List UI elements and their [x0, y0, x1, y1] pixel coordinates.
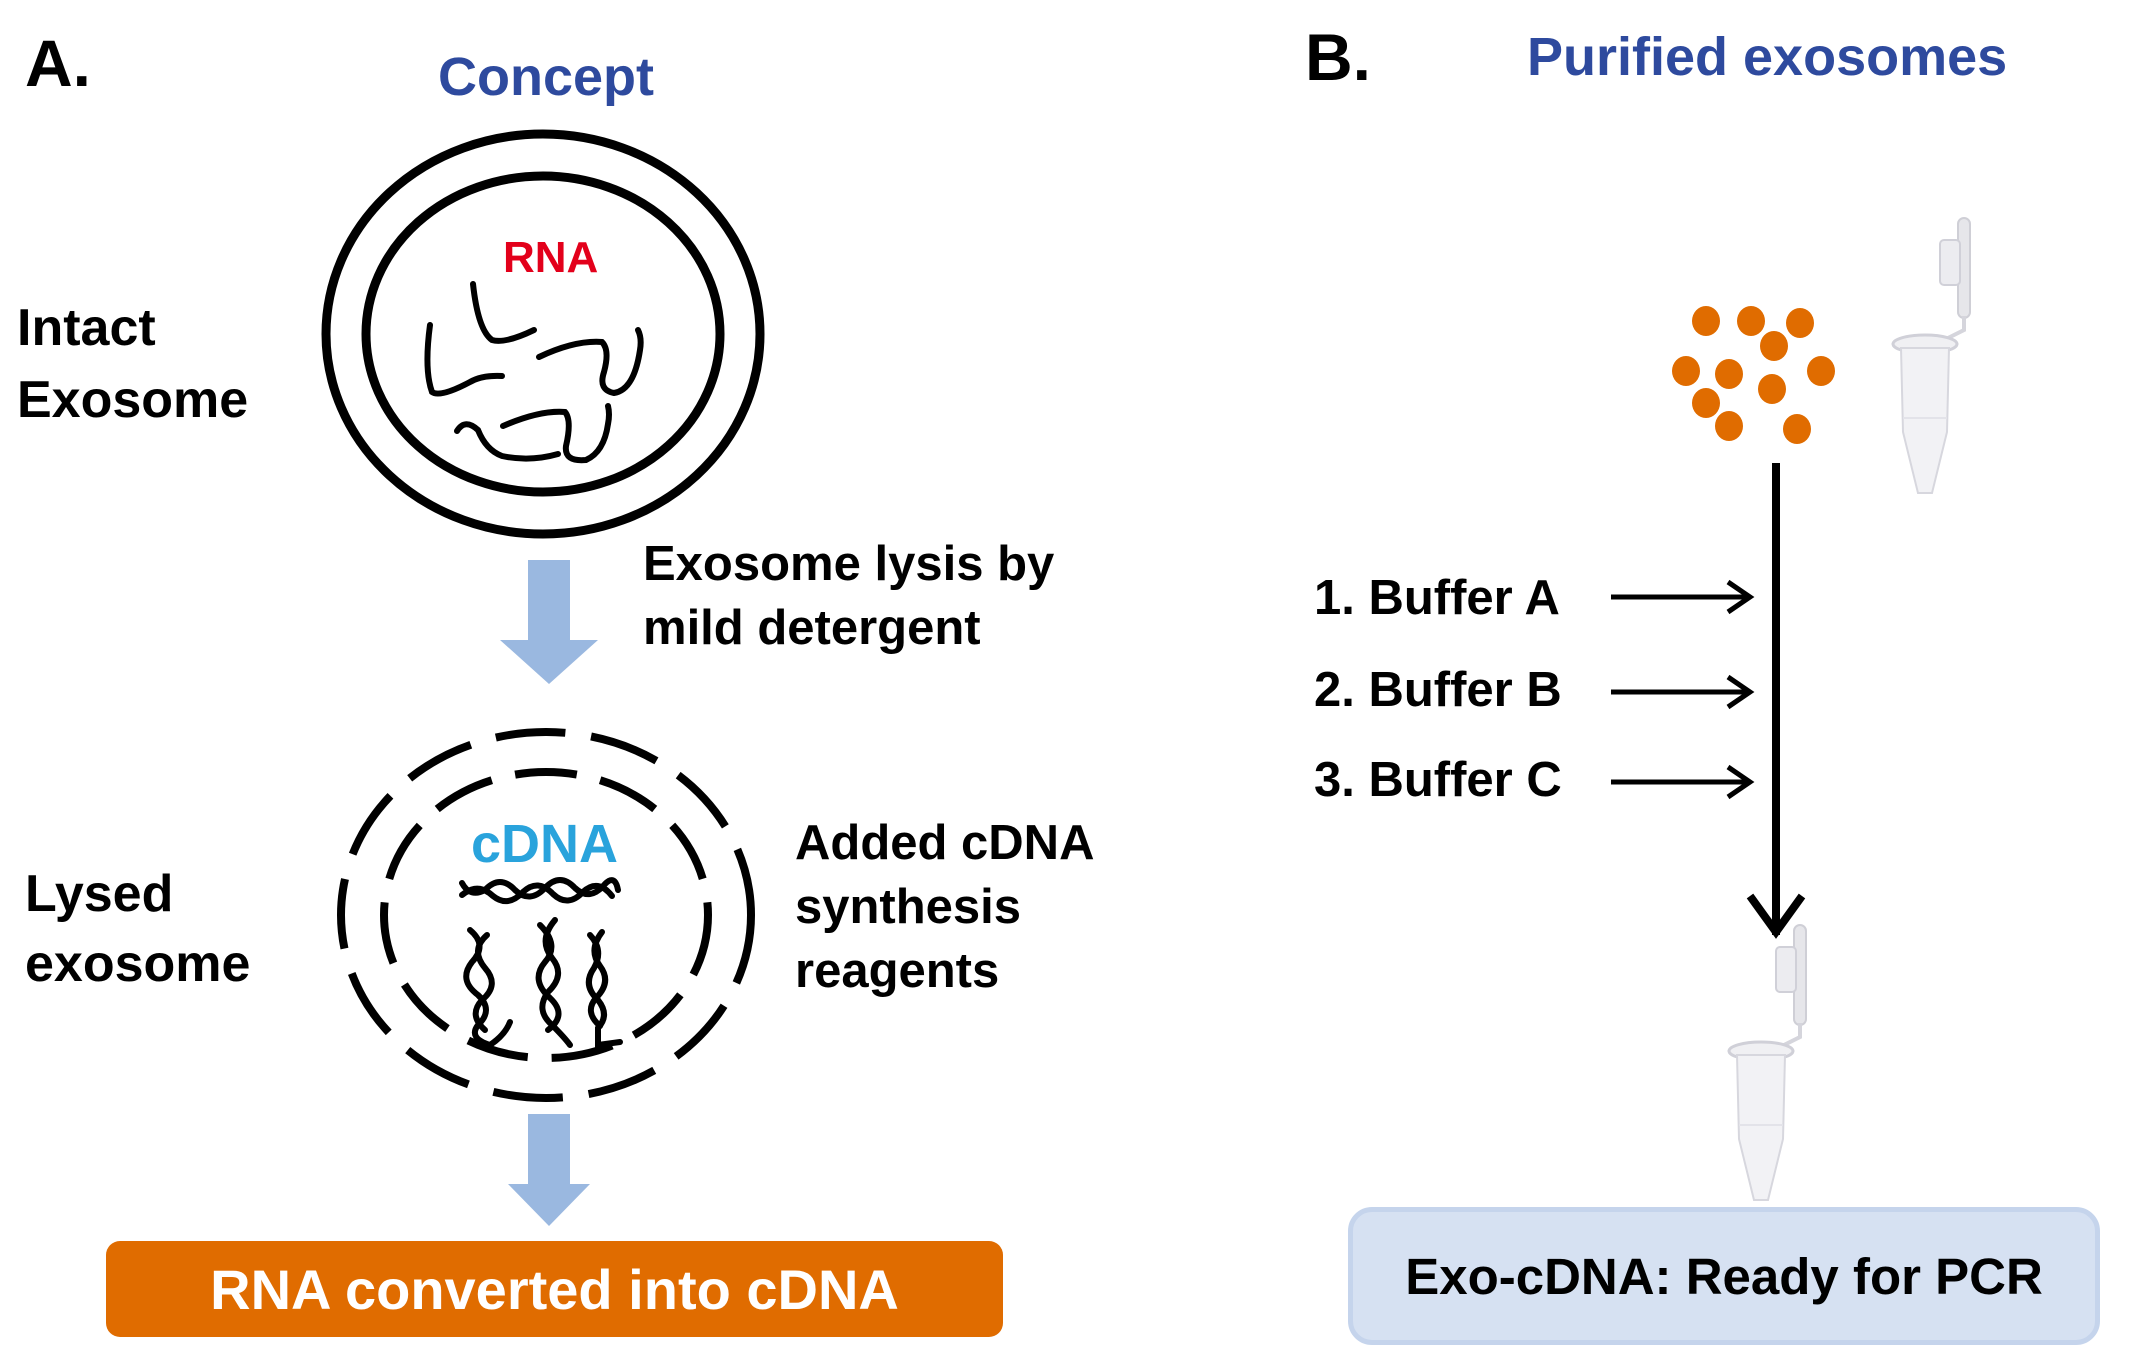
synthesis-step-line-3: reagents: [795, 944, 1000, 998]
buffer-c-label: 3. Buffer C: [1314, 753, 1562, 807]
intact-exosome-line-2: Exosome: [17, 371, 249, 429]
buffer-a-arrow-icon: [1611, 579, 1755, 615]
purified-exosome-dots-icon: [1672, 306, 1835, 444]
result-box-b: Exo-cDNA: Ready for PCR: [1348, 1207, 2100, 1345]
result-box-a: RNA converted into cDNA: [106, 1241, 1003, 1337]
buffer-b-arrow-icon: [1611, 674, 1755, 710]
panel-a-letter: A.: [25, 26, 91, 100]
lysis-step-line-1: Exosome lysis by: [643, 537, 1055, 591]
empty-tube-icon: [1891, 217, 1971, 494]
down-arrow-1-icon: [500, 560, 598, 684]
cdna-strands-icon: [459, 877, 623, 1049]
process-arrow-icon: [1746, 463, 1806, 939]
down-arrow-2-icon: [508, 1114, 590, 1226]
panel-b-title: Purified exosomes: [1527, 27, 2008, 87]
result-text-b: Exo-cDNA: Ready for PCR: [1405, 1247, 2043, 1305]
synthesis-step-line-2: synthesis: [795, 880, 1022, 934]
lysed-exosome-icon: [337, 728, 755, 1102]
buffer-b-label: 2. Buffer B: [1314, 663, 1562, 717]
cdna-label: cDNA: [471, 814, 619, 874]
lysed-exosome-line-2: exosome: [25, 935, 251, 993]
intact-exosome-line-1: Intact: [17, 299, 156, 357]
rna-label: RNA: [503, 233, 599, 282]
synthesis-step-line-1: Added cDNA: [795, 816, 1095, 870]
lysis-step-line-2: mild detergent: [643, 601, 981, 655]
lysis-step-text: Exosome lysis by mild detergent: [643, 532, 1054, 660]
buffer-c-arrow-icon: [1611, 764, 1755, 800]
panel-b-letter: B.: [1305, 20, 1371, 94]
result-tube-icon: [1727, 924, 1807, 1201]
lysed-exosome-line-1: Lysed: [25, 865, 174, 923]
synthesis-step-text: Added cDNA synthesis reagents: [795, 811, 1094, 1003]
intact-exosome-label: Intact Exosome: [17, 296, 248, 432]
buffer-a-label: 1. Buffer A: [1314, 571, 1560, 625]
lysed-exosome-label: Lysed exosome: [25, 862, 250, 996]
rna-strands-icon: [424, 281, 644, 464]
result-text-a: RNA converted into cDNA: [210, 1257, 899, 1321]
intact-exosome-icon: [321, 129, 765, 539]
panel-a-title: Concept: [438, 47, 654, 107]
